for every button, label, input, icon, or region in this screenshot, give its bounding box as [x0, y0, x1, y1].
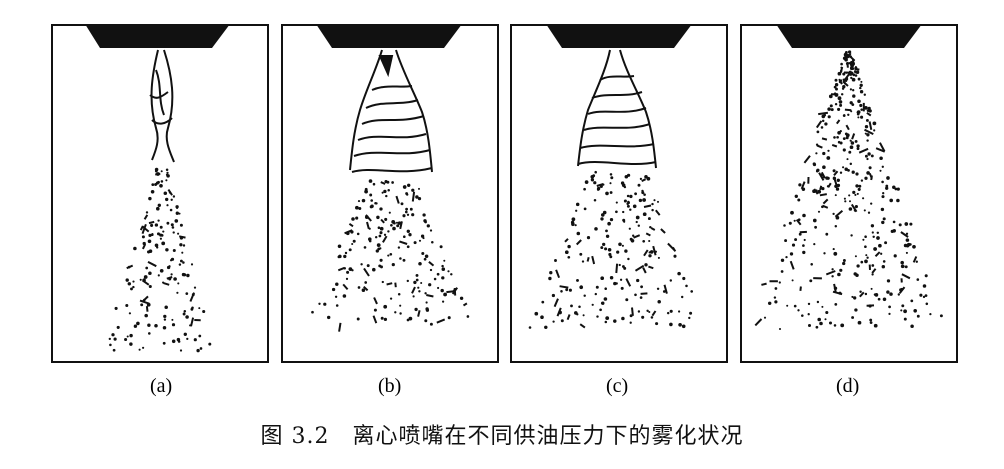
panel-a: (a)	[51, 24, 269, 397]
panel-d-label: (d)	[836, 375, 859, 397]
panel-a-label: (a)	[150, 375, 172, 397]
panel-b: (b)	[281, 24, 499, 397]
panel-b-label: (b)	[378, 375, 401, 397]
panel-b-liquid-cone	[349, 49, 433, 173]
panel-d-nozzle	[776, 24, 922, 48]
figure-caption: 图 3.2 离心喷嘴在不同供油压力下的雾化状况	[260, 424, 744, 449]
panel-c-liquid-cone	[577, 49, 657, 169]
panel-a-liquid-sheet	[149, 49, 175, 163]
panel-a-nozzle	[85, 24, 230, 48]
panel-b-frame	[281, 24, 499, 363]
panel-d: (d)	[740, 24, 958, 397]
panel-d-droplets	[754, 50, 943, 331]
panel-c-nozzle	[546, 24, 692, 48]
panel-c-droplets	[528, 170, 694, 330]
panel-a-frame	[51, 24, 269, 363]
panel-c-label: (c)	[606, 375, 628, 397]
panel-b-nozzle	[316, 24, 462, 48]
panel-c: (c)	[510, 24, 728, 397]
panel-b-droplets	[311, 179, 470, 332]
panel-a-droplets	[108, 167, 212, 353]
